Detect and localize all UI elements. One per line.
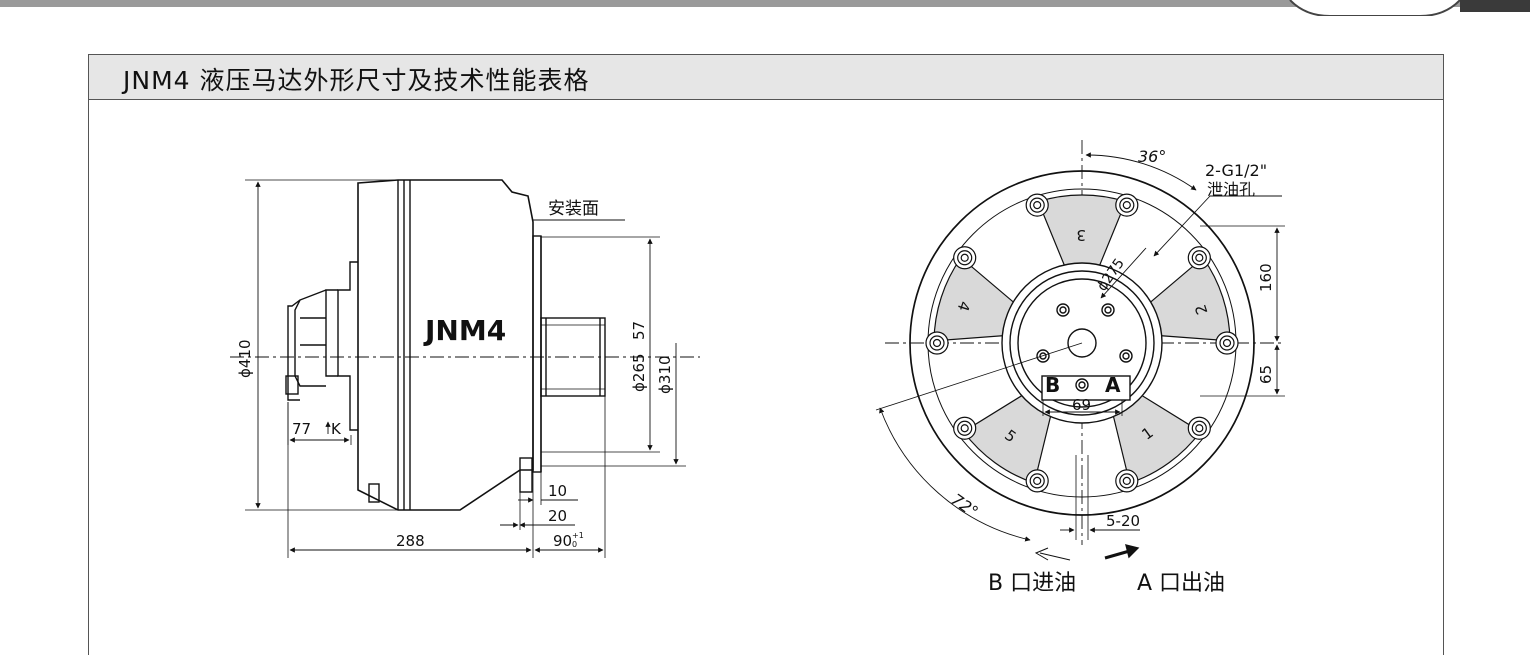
- top-header-bar: [0, 0, 1530, 16]
- cylinder-number-3: 3: [1076, 226, 1086, 244]
- title-bar: JNM4 液压马达外形尺寸及技术性能表格: [89, 55, 1443, 100]
- mounting-bolt: [1187, 246, 1211, 270]
- page-title: JNM4 液压马达外形尺寸及技术性能表格: [123, 66, 590, 95]
- dim-90-tol-lower: 0: [572, 540, 577, 549]
- drain-label: 泄油孔: [1207, 180, 1255, 199]
- dim-20: 20: [548, 507, 567, 525]
- mounting-bolt: [1215, 331, 1239, 355]
- mounting-bolt: [925, 331, 949, 355]
- dim-90-tol-upper: +1: [572, 531, 584, 540]
- b-port-inlet-label: B 口进油: [988, 571, 1076, 596]
- dim-10: 10: [548, 482, 567, 500]
- front-view: [875, 140, 1285, 561]
- dim-57: 57: [630, 321, 648, 340]
- mounting-bolt: [1115, 469, 1139, 493]
- dim-69: 69: [1072, 396, 1091, 414]
- outer-bolt-group: [925, 193, 1239, 493]
- dim-phi265: ϕ265: [630, 353, 648, 392]
- angle-36: 36°: [1138, 147, 1166, 166]
- mounting-bolt: [953, 246, 977, 270]
- mounting-bolt: [1025, 469, 1049, 493]
- a-port-outlet-label: A 口出油: [1137, 571, 1225, 596]
- dim-288: 288: [396, 532, 425, 550]
- dim-160: 160: [1257, 263, 1275, 292]
- dim-77: 77: [292, 420, 311, 438]
- port-b-label: B: [1045, 373, 1060, 397]
- dim-phi310: ϕ310: [656, 355, 674, 394]
- mounting-bolt: [1187, 416, 1211, 440]
- dim-k-label: K: [331, 420, 342, 438]
- angle-72: 72°: [948, 490, 982, 522]
- model-label: JNM4: [423, 314, 506, 347]
- spec-panel: JNM4 液压马达外形尺寸及技术性能表格: [88, 54, 1444, 655]
- mounting-bolt: [953, 416, 977, 440]
- dim-90: 90: [553, 532, 572, 550]
- port-a-label: A: [1105, 373, 1121, 397]
- side-view: [230, 179, 700, 558]
- mounting-bolt: [1115, 193, 1139, 217]
- dim-5-20: 5-20: [1106, 512, 1140, 530]
- mounting-bolt: [1025, 193, 1049, 217]
- drain-spec: 2-G1/2": [1205, 161, 1267, 180]
- dim-65: 65: [1257, 365, 1275, 384]
- technical-drawing: JNM4 安装面 ϕ410 ϕ265 57 ϕ310 77 K 288 10 2…: [230, 140, 1285, 596]
- dim-phi410: ϕ410: [236, 339, 254, 378]
- mount-face-label: 安装面: [548, 199, 599, 219]
